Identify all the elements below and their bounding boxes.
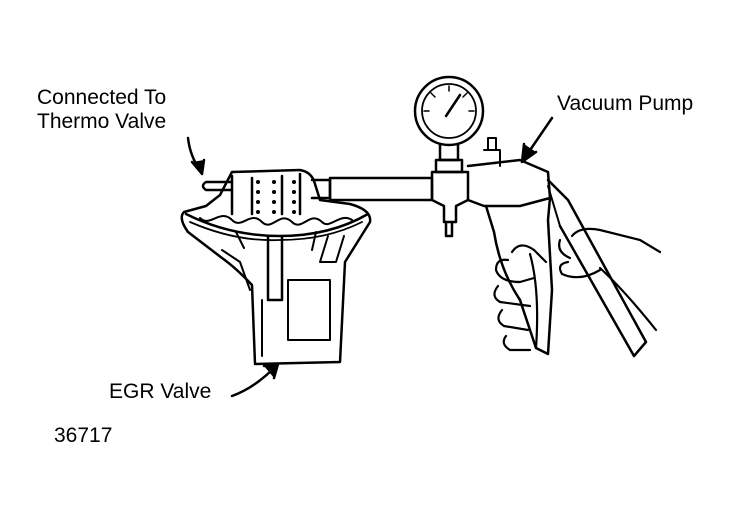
label-connected-line2: Thermo Valve bbox=[37, 110, 167, 133]
label-leaders bbox=[186, 116, 554, 398]
pump-valve-body bbox=[430, 170, 470, 224]
label-vacuum-pump: Vacuum Pump bbox=[557, 92, 694, 115]
gauge-needle bbox=[444, 93, 462, 118]
egr-valve-bonnet bbox=[230, 172, 302, 216]
egr-valve-diaphragm bbox=[184, 212, 370, 238]
arrow-egr-valve bbox=[230, 366, 276, 398]
egr-valve-stem bbox=[266, 234, 284, 302]
vacuum-gauge-icon bbox=[413, 75, 485, 147]
operator-hand bbox=[493, 227, 662, 352]
label-connected-line1: Connected To bbox=[37, 86, 167, 109]
egr-rivets bbox=[256, 180, 296, 214]
vacuum-hose bbox=[310, 176, 434, 202]
label-connected-to-thermo-valve: Connected To Thermo Valve bbox=[37, 86, 166, 134]
figure-number: 36717 bbox=[54, 424, 113, 447]
pump-handle bbox=[484, 196, 554, 356]
egr-vacuum-nipple bbox=[201, 180, 234, 192]
label-egr-valve: EGR Valve bbox=[109, 380, 212, 403]
egr-valve-drawing bbox=[180, 168, 372, 366]
pump-trigger-lever bbox=[546, 178, 648, 358]
vacuum-pump-drawing bbox=[413, 75, 648, 358]
pump-barrel bbox=[466, 158, 552, 208]
